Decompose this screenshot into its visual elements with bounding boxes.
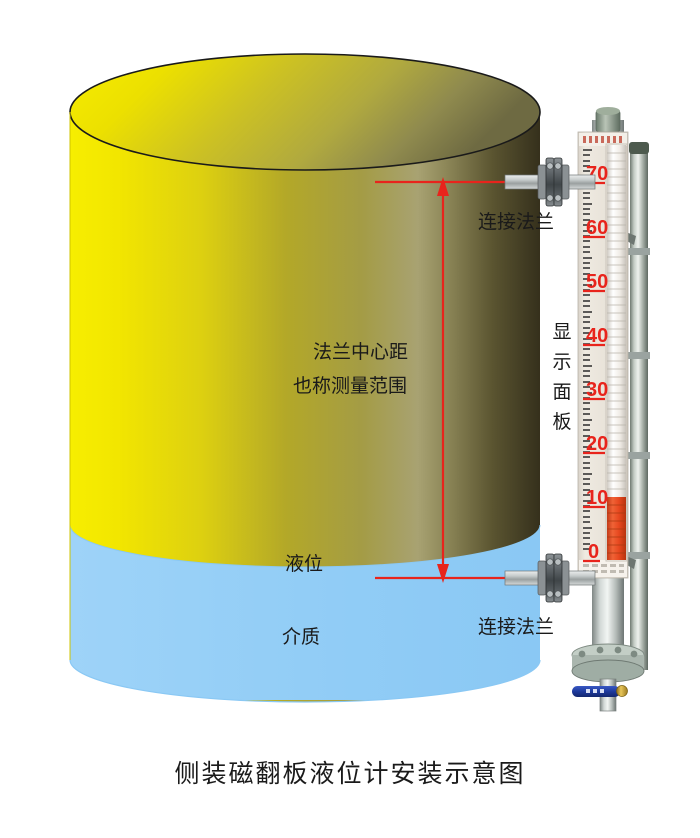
display-panel-char-1: 示 — [552, 351, 571, 373]
bottom-flange-bolts — [578, 646, 638, 658]
flange-bottom-bolt-upper — [546, 558, 554, 566]
flange-bottom-bolt-lower2 — [554, 590, 562, 598]
magnetic-level-gauge: 70 60 50 40 30 20 10 0 — [504, 107, 650, 712]
scale-number-60: 60 — [586, 217, 608, 239]
connecting-flange-top — [504, 157, 596, 207]
gauge-chamber-top-cap — [629, 142, 649, 154]
storage-tank — [69, 53, 541, 703]
range-label-line2: 也称测量范围 — [293, 375, 407, 397]
tank-bottom-arc — [69, 659, 541, 703]
flange-top-stub-right — [566, 174, 596, 190]
flange-bottom-collar-left — [537, 560, 547, 596]
scale-number-40: 40 — [586, 325, 608, 347]
scale-number-30: 30 — [586, 379, 608, 401]
range-label-line1: 法兰中心距 — [313, 341, 408, 363]
flange-bottom-bolt-upper2 — [554, 558, 562, 566]
flange-label-top: 连接法兰 — [478, 211, 554, 233]
flap-segment-lines-red — [607, 504, 626, 554]
tank-body — [70, 112, 540, 702]
flange-top-bolt-lower — [546, 194, 554, 202]
flap-column — [607, 145, 626, 560]
scale-number-0: 0 — [588, 541, 599, 563]
liquid-level-label: 液位 — [285, 553, 323, 575]
gauge-bottom-assembly — [571, 643, 645, 712]
panel-header-strip — [579, 133, 627, 146]
flap-segment-lines — [607, 152, 626, 490]
flange-bottom-stub-left — [504, 570, 541, 586]
scale-number-10: 10 — [586, 487, 608, 509]
connecting-flange-bottom — [504, 553, 596, 603]
diagram-title: 侧装磁翻板液位计安装示意图 — [174, 759, 525, 788]
flange-bottom-disc-b — [553, 553, 563, 603]
gauge-top-cap-ellipse — [596, 107, 620, 115]
flange-top-collar-left — [537, 164, 547, 200]
gauge-chamber-tube — [630, 150, 648, 670]
display-panel-char-0: 显 — [552, 321, 571, 343]
tank-top-ellipse — [69, 53, 541, 171]
medium-label: 介质 — [282, 626, 320, 648]
display-panel-char-2: 面 — [552, 381, 571, 403]
flange-top-disc-b — [553, 157, 563, 207]
scale-number-20: 20 — [586, 433, 608, 455]
flange-top-bolt-upper2 — [554, 162, 562, 170]
flange-bottom-stub-right — [566, 570, 596, 586]
flange-label-bottom: 连接法兰 — [478, 616, 554, 638]
flap-column-red — [607, 497, 626, 560]
scale-number-50: 50 — [586, 271, 608, 293]
tank-liquid — [70, 525, 540, 700]
flange-top-stub-left — [504, 174, 541, 190]
flange-top-bolt-lower2 — [554, 194, 562, 202]
gauge-scale: 70 60 50 40 30 20 10 0 — [583, 149, 608, 563]
chamber-clamp-group — [628, 248, 650, 559]
display-panel-char-3: 板 — [552, 411, 571, 433]
liquid-surface-line — [69, 524, 541, 568]
drain-valve-handle-marks — [586, 689, 604, 693]
range-arrow-up — [437, 177, 449, 196]
flange-bottom-bolt-lower — [546, 590, 554, 598]
range-arrow-down — [437, 564, 449, 583]
flap-column-frame — [605, 143, 628, 562]
flange-top-bolt-upper — [546, 162, 554, 170]
valve-pivot-nut — [616, 685, 628, 697]
display-panel-label: 显 示 面 板 — [552, 321, 571, 433]
